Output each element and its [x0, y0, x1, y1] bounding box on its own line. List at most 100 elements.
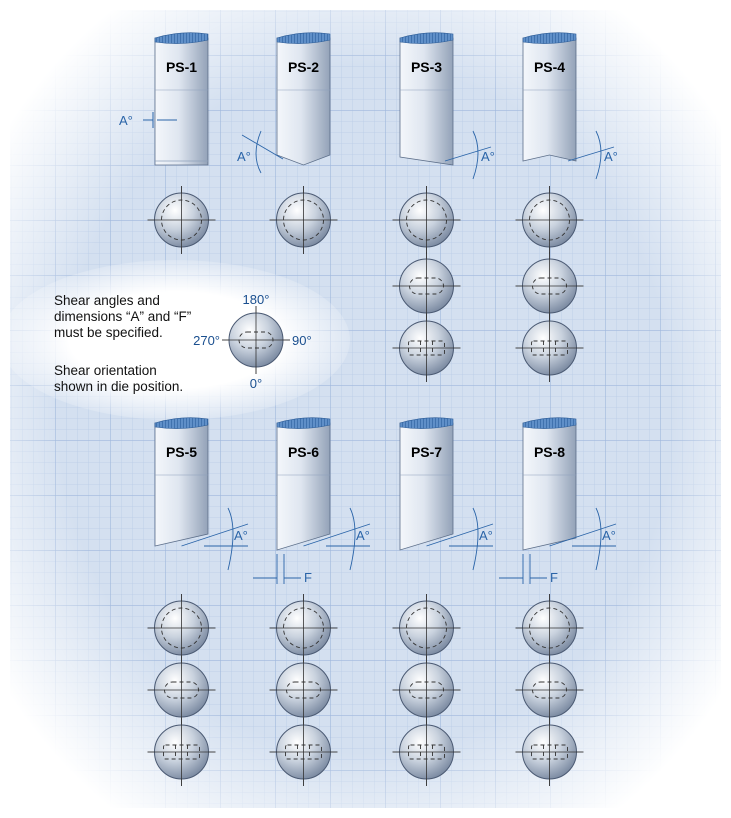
shear-end-view: [147, 594, 216, 662]
orientation-right: 90°: [292, 333, 312, 348]
hidden-outline: [529, 607, 570, 649]
angle-arc: [255, 130, 262, 174]
extension-line: [549, 523, 617, 547]
hidden-outline: [406, 199, 447, 241]
hidden-outline: [163, 744, 200, 760]
shear-end-view: [147, 656, 216, 724]
f-label: F: [304, 570, 312, 585]
angle-label: A°: [481, 149, 495, 164]
punch-body: [154, 422, 209, 547]
shear-end-view: [392, 252, 461, 320]
hidden-outline: [409, 277, 444, 295]
punch-label: PS-2: [288, 59, 319, 75]
hidden-outline: [285, 744, 322, 760]
angle-dimension: A°: [426, 507, 494, 571]
angle-dimension: A°: [237, 130, 284, 174]
angle-label: A°: [234, 528, 248, 543]
punch-label: PS-3: [411, 59, 442, 75]
note-line: Shear orientation: [54, 363, 157, 378]
punch-label: PS-6: [288, 444, 319, 460]
orientation-bottom: 0°: [250, 376, 262, 391]
f-label: F: [550, 570, 558, 585]
hidden-outline: [408, 340, 445, 356]
orientation-top: 180°: [243, 292, 270, 307]
punch-top-hatch: [154, 32, 209, 44]
hidden-outline: [406, 607, 447, 649]
shear-end-view: [515, 186, 584, 254]
specify-note: Shear angles and dimensions “A” and “F” …: [54, 293, 229, 341]
hidden-outline: [283, 199, 324, 241]
punch-body: [399, 422, 454, 551]
hidden-outline: [408, 744, 445, 760]
shear-end-view: [269, 186, 338, 254]
angle-arc: [595, 507, 602, 571]
hidden-outline: [164, 681, 199, 699]
orientation-key: 180° 90° 0° 270°: [193, 292, 312, 391]
shear-end-view: [222, 306, 290, 374]
hidden-outline: [283, 607, 324, 649]
shear-end-view: [147, 718, 216, 786]
shear-end-view: [269, 594, 338, 662]
hidden-outline: [529, 199, 570, 241]
punch-layer: PS-1A°PS-2A°PS-3A°PS-4A°PS-5A°PS-6A°FPS-…: [119, 32, 618, 585]
punch-top-hatch: [399, 32, 454, 44]
punch-ps-5: PS-5A°: [154, 417, 249, 571]
punch-body: [276, 422, 331, 551]
punch-ps-8: PS-8A°F: [499, 417, 617, 585]
angle-label: A°: [119, 113, 133, 128]
hidden-outline: [532, 277, 567, 295]
punch-body: [522, 37, 577, 162]
angle-dimension: A°: [303, 507, 371, 571]
punch-label: PS-1: [166, 59, 197, 75]
punch-top-hatch: [154, 417, 209, 429]
shear-end-view: [515, 314, 584, 382]
punch-ps-3: PS-3A°: [399, 32, 495, 180]
f-dimension: F: [253, 554, 312, 585]
extension-line: [426, 523, 494, 547]
hidden-outline: [161, 199, 202, 241]
orientation-left: 270°: [193, 333, 220, 348]
hidden-outline: [531, 340, 568, 356]
shear-end-view: [269, 718, 338, 786]
angle-arc: [472, 130, 479, 180]
shear-end-view: [392, 314, 461, 382]
angle-dimension: A°: [181, 507, 249, 571]
note-line: shown in die position.: [54, 379, 184, 394]
punch-body: [522, 422, 577, 551]
hidden-outline: [532, 681, 567, 699]
note-line: must be specified.: [54, 325, 163, 340]
angle-dimension: A°: [444, 130, 495, 180]
shear-end-view: [392, 656, 461, 724]
angle-dimension: A°: [119, 112, 177, 128]
punch-ps-4: PS-4A°: [522, 32, 618, 180]
punch-ps-6: PS-6A°F: [253, 417, 371, 585]
angle-arc: [227, 507, 234, 571]
orientation-note: Shear orientation shown in die position.: [54, 363, 229, 395]
punch-top-hatch: [276, 417, 331, 429]
shear-end-view: [392, 186, 461, 254]
extension-line: [181, 523, 249, 547]
punch-ps-7: PS-7A°: [399, 417, 494, 571]
angle-arc: [595, 130, 602, 180]
punch-body: [399, 37, 454, 166]
grid-background: [10, 10, 721, 808]
punch-label: PS-5: [166, 444, 197, 460]
punch-top-hatch: [522, 32, 577, 44]
shear-end-view: [392, 718, 461, 786]
angle-arc: [472, 507, 479, 571]
hidden-outline: [161, 607, 202, 649]
shear-end-view: [515, 718, 584, 786]
angle-label: A°: [602, 528, 616, 543]
extension-line: [444, 146, 492, 162]
angle-label: A°: [604, 149, 618, 164]
hidden-outline: [409, 681, 444, 699]
punch-body: [276, 37, 331, 166]
angle-dimension: A°: [549, 507, 617, 571]
shear-end-view: [515, 656, 584, 724]
punch-top-hatch: [522, 417, 577, 429]
punch-ps-1: PS-1A°: [119, 32, 209, 166]
punch-body: [154, 37, 209, 166]
extension-line: [567, 146, 615, 162]
